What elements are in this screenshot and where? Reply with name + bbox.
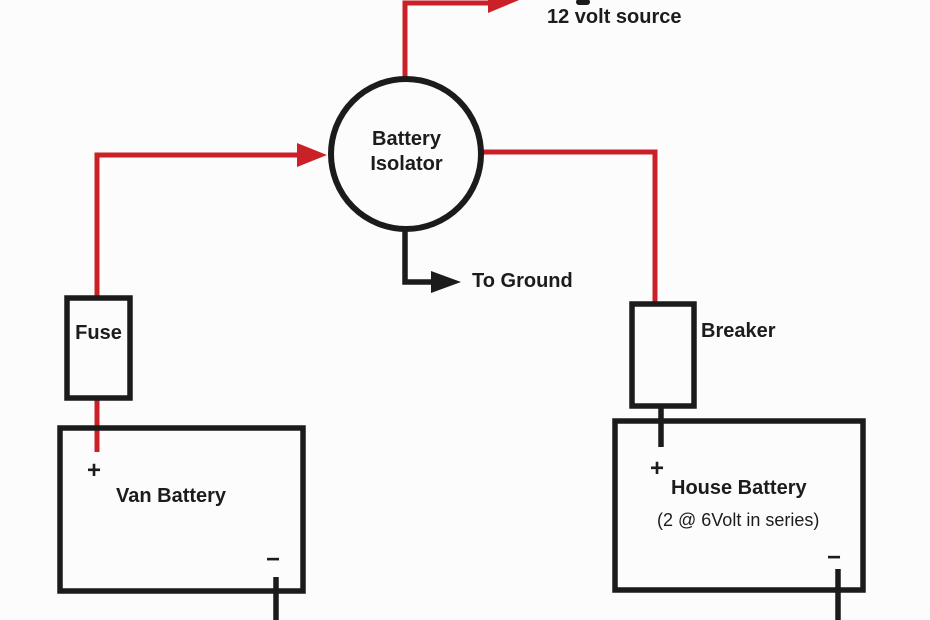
isolator-label: Battery Isolator [331, 127, 482, 177]
fuse-label: Fuse [75, 322, 122, 344]
wire-isolator-to-source [402, 0, 500, 78]
wire-fuse-to-isolator [94, 152, 298, 298]
house-battery-positive-terminal: + [650, 455, 665, 482]
van-battery-label: Van Battery [116, 485, 227, 507]
house-battery-label: House Battery [671, 477, 807, 499]
van-battery-box [57, 425, 306, 594]
ground-label: To Ground [472, 270, 573, 292]
breaker-label: Breaker [701, 320, 776, 342]
wire-isolator-to-breaker [483, 149, 658, 306]
cutoff-text-fragment-icon [576, 0, 590, 5]
fuse-box [64, 295, 133, 401]
van-battery-positive-terminal: + [87, 457, 102, 484]
isolator-label-line1: Battery [372, 128, 441, 150]
source-label: 12 volt source [547, 6, 682, 28]
isolator-circle [328, 76, 484, 232]
arrowhead-into-isolator-icon [297, 143, 327, 167]
isolator-label-line2: Isolator [370, 153, 443, 175]
arrowhead-to-source-icon [488, 0, 520, 13]
breaker-box [629, 301, 697, 409]
house-battery-negative-terminal: − [827, 544, 842, 571]
arrowhead-to-ground-icon [431, 271, 461, 293]
house-battery-sublabel: (2 @ 6Volt in series) [657, 510, 820, 530]
van-battery-negative-terminal: − [266, 546, 281, 573]
wire-isolator-to-ground [402, 229, 432, 285]
house-battery-box [612, 418, 866, 593]
